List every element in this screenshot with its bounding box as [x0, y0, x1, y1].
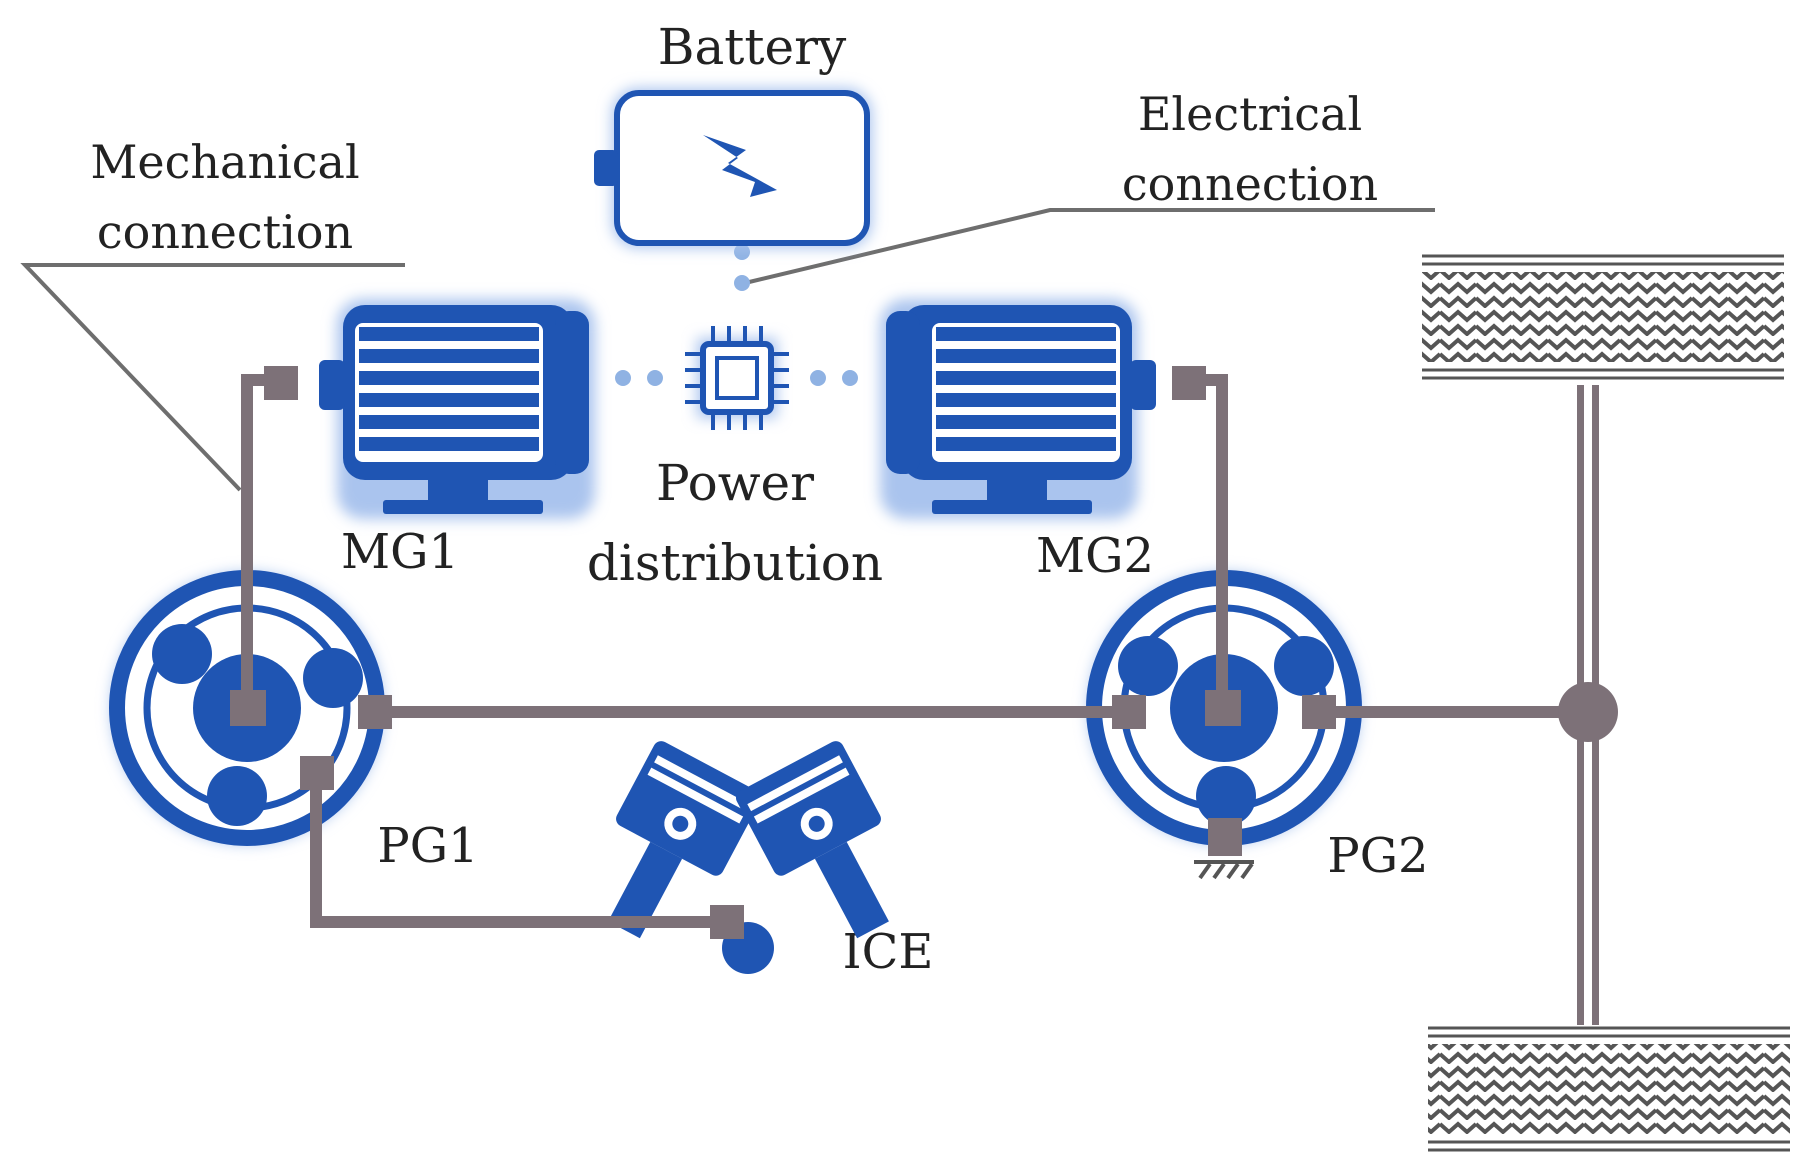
- electrical-connection-label-line2: connection: [1122, 157, 1378, 211]
- mg2-label: MG2: [1036, 528, 1154, 584]
- ground-symbol-icon: [1194, 860, 1254, 880]
- axle-joint: [1558, 682, 1618, 742]
- shaft-connectors: [230, 366, 1336, 939]
- v-engine-pistons-icon: [608, 741, 889, 974]
- pg2-label: PG2: [1327, 828, 1428, 884]
- wheel-tire-icon-top: [1422, 253, 1784, 385]
- battery-icon: [594, 88, 872, 248]
- mechanical-leader-line: [20, 263, 405, 492]
- chip-icon: [685, 326, 789, 430]
- pg1-label: PG1: [377, 818, 478, 874]
- mechanical-connection-label-line2: connection: [97, 205, 353, 259]
- lightning-bolt-icon: [703, 135, 777, 197]
- mechanical-connection-label-line1: Mechanical: [90, 135, 359, 189]
- mg1-motor-icon: [319, 299, 595, 519]
- electrical-connection-label-line1: Electrical: [1138, 87, 1362, 141]
- power-distribution-label-line2: distribution: [587, 534, 883, 592]
- mg2-motor-icon: [880, 299, 1156, 519]
- battery-label: Battery: [658, 18, 847, 76]
- mechanical-shafts: [241, 374, 1588, 928]
- power-distribution-label-line1: Power: [656, 454, 814, 512]
- pg1-ice-shaft: [310, 772, 722, 928]
- wheel-tire-icon-bottom: [1428, 1025, 1790, 1157]
- mg1-label: MG1: [341, 524, 459, 580]
- electrical-leader-line: [744, 208, 1435, 285]
